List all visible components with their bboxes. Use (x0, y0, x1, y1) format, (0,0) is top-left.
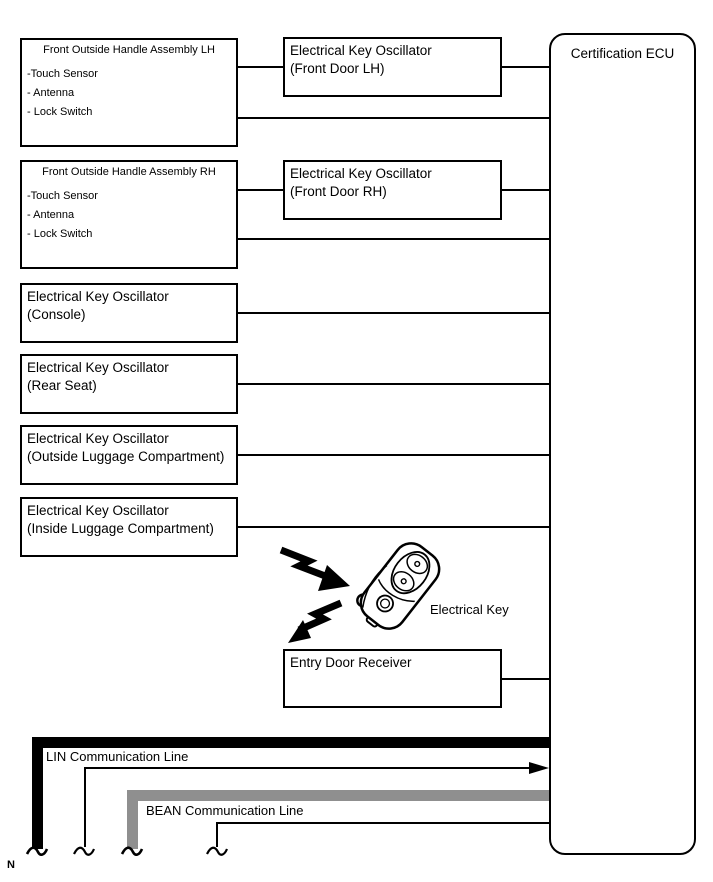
oscillator-front-door-lh-line2: (Front Door LH) (290, 61, 385, 76)
break-squiggle-icon (120, 846, 144, 856)
oscillator-inside-luggage-text: Electrical Key Oscillator (Inside Luggag… (27, 502, 214, 538)
bean-line-label: BEAN Communication Line (146, 803, 304, 818)
oscillator-outside-luggage-box: Electrical Key Oscillator (Outside Lugga… (20, 425, 238, 485)
bean-thin-line-vertical (216, 822, 218, 847)
bean-bus-line-vertical (127, 790, 138, 849)
entry-door-receiver-box: Entry Door Receiver (283, 649, 502, 708)
oscillator-rear-seat-line2: (Rear Seat) (27, 378, 97, 393)
arrowhead-icon (529, 762, 549, 774)
connector-line (238, 312, 549, 314)
radio-wave-icon (279, 546, 350, 591)
key-fob-illustration (279, 542, 441, 643)
entry-door-receiver-label: Entry Door Receiver (290, 655, 412, 670)
handle-lh-item-antenna: - Antenna (27, 87, 75, 99)
connector-line (238, 454, 549, 456)
bean-bus-line-horizontal (127, 790, 549, 801)
connector-line (502, 189, 549, 191)
bean-thin-line (216, 822, 549, 824)
oscillator-front-door-rh-box: Electrical Key Oscillator (Front Door RH… (283, 160, 502, 220)
radio-wave-icon (288, 599, 343, 643)
oscillator-front-door-lh-line1: Electrical Key Oscillator (290, 43, 432, 58)
oscillator-rear-seat-line1: Electrical Key Oscillator (27, 360, 169, 375)
handle-assembly-lh-box: Front Outside Handle Assembly LH -Touch … (20, 38, 238, 147)
corner-note: N (7, 859, 15, 871)
handle-lh-item-lock-switch: - Lock Switch (27, 106, 93, 118)
lin-bus-line-horizontal (32, 737, 549, 748)
break-squiggle-icon (206, 846, 229, 856)
break-squiggle-icon (73, 846, 96, 856)
oscillator-console-text: Electrical Key Oscillator (Console) (27, 288, 169, 324)
oscillator-inside-luggage-line1: Electrical Key Oscillator (27, 503, 169, 518)
oscillator-inside-luggage-line2: (Inside Luggage Compartment) (27, 521, 214, 536)
connector-line (238, 383, 549, 385)
oscillator-outside-luggage-line2: (Outside Luggage Compartment) (27, 449, 225, 464)
lin-bus-line-vertical (32, 737, 43, 849)
oscillator-front-door-rh-text: Electrical Key Oscillator (Front Door RH… (290, 165, 432, 201)
lin-thin-line (84, 767, 531, 769)
break-squiggle-icon (25, 846, 49, 856)
oscillator-outside-luggage-text: Electrical Key Oscillator (Outside Lugga… (27, 430, 224, 466)
connector-line (238, 526, 549, 528)
oscillator-front-door-rh-line2: (Front Door RH) (290, 184, 387, 199)
connector-line (502, 66, 549, 68)
handle-lh-item-touch-sensor: -Touch Sensor (27, 68, 98, 80)
certification-ecu-box: Certification ECU (549, 33, 696, 855)
connector-line (238, 117, 549, 119)
connector-line (238, 66, 283, 68)
oscillator-front-door-lh-box: Electrical Key Oscillator (Front Door LH… (283, 37, 502, 97)
oscillator-console-line2: (Console) (27, 307, 86, 322)
oscillator-front-door-rh-line1: Electrical Key Oscillator (290, 166, 432, 181)
electrical-key-label: Electrical Key (430, 602, 509, 617)
connector-line (238, 189, 283, 191)
handle-assembly-rh-box: Front Outside Handle Assembly RH -Touch … (20, 160, 238, 269)
handle-assembly-rh-title: Front Outside Handle Assembly RH (42, 166, 216, 178)
handle-assembly-lh-title: Front Outside Handle Assembly LH (43, 44, 215, 56)
oscillator-console-box: Electrical Key Oscillator (Console) (20, 283, 238, 343)
key-fob-icon (356, 542, 441, 630)
oscillator-rear-seat-box: Electrical Key Oscillator (Rear Seat) (20, 354, 238, 414)
oscillator-inside-luggage-box: Electrical Key Oscillator (Inside Luggag… (20, 497, 238, 557)
connector-line (238, 238, 549, 240)
certification-ecu-label: Certification ECU (570, 46, 675, 61)
handle-rh-item-antenna: - Antenna (27, 209, 75, 221)
connector-line (502, 678, 549, 680)
oscillator-rear-seat-text: Electrical Key Oscillator (Rear Seat) (27, 359, 169, 395)
oscillator-front-door-lh-text: Electrical Key Oscillator (Front Door LH… (290, 42, 432, 78)
lin-line-label: LIN Communication Line (46, 749, 189, 764)
handle-rh-item-touch-sensor: -Touch Sensor (27, 190, 98, 202)
handle-rh-item-lock-switch: - Lock Switch (27, 228, 93, 240)
oscillator-console-line1: Electrical Key Oscillator (27, 289, 169, 304)
oscillator-outside-luggage-line1: Electrical Key Oscillator (27, 431, 169, 446)
lin-thin-line-vertical (84, 767, 86, 847)
